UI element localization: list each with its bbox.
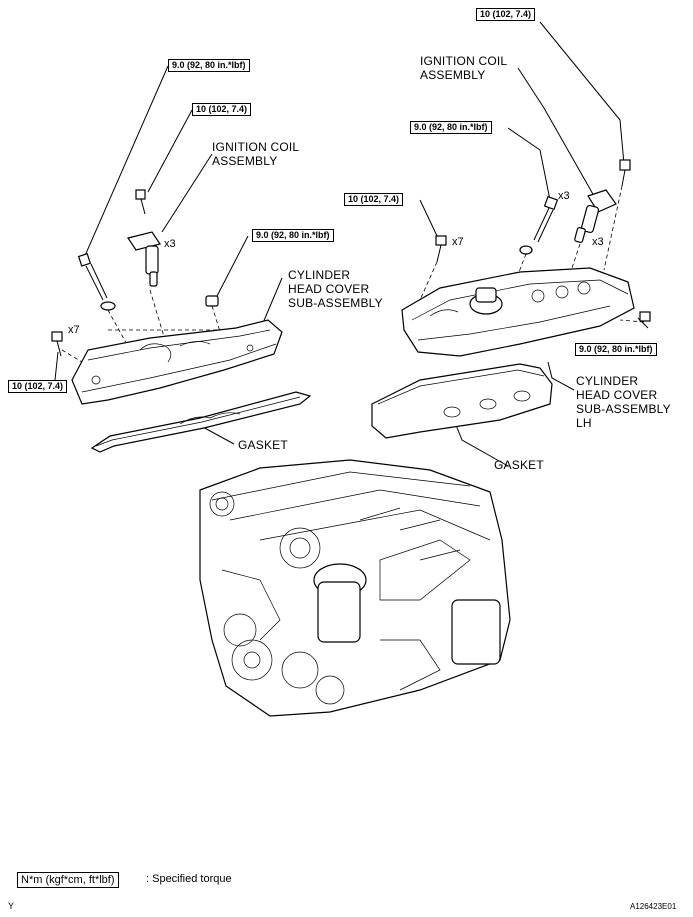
right-torque-coil-box: 10 (102, 7.4) [476,8,536,21]
right-stud-qty: x3 [558,190,570,202]
left-ignition-coil-label: IGNITION COIL ASSEMBLY [212,140,300,168]
right-ignition-coil [574,189,617,243]
right-torque-stud-box: 9.0 (92, 80 in.*lbf) [410,121,492,134]
right-coil-bolt [619,159,631,187]
right-cylinder-head-cover [401,267,635,357]
right-bolt-qty: x7 [452,236,464,248]
right-gasket-label: GASKET [494,458,544,472]
left-torque-coil-box: 10 (102, 7.4) [192,103,252,116]
left-cover-bolt [51,331,63,357]
right-cylinder-head-cover-label: CYLINDER HEAD COVER SUB-ASSEMBLY LH [576,374,671,430]
legend-unit-box: N*m (kgf*cm, ft*lbf) [17,872,119,888]
left-gasket-label: GASKET [238,438,288,452]
left-ignition-coil [127,231,161,287]
right-coil-qty: x3 [592,236,604,248]
left-stud-bolt [77,252,116,311]
left-cylinder-head-cover-label: CYLINDER HEAD COVER SUB-ASSEMBLY [288,268,383,310]
left-coil-bolt [135,189,146,215]
left-torque-mid-box: 9.0 (92, 80 in.*lbf) [252,229,334,242]
left-leader-lines [54,65,283,445]
left-gasket [90,391,312,453]
right-cover-bolt [435,235,447,263]
figure-id: A126423E01 [630,902,677,911]
right-torque-bolt-box: 10 (102, 7.4) [344,193,404,206]
right-torque-side-box: 9.0 (92, 80 in.*lbf) [575,343,657,356]
right-ignition-coil-label: IGNITION COIL ASSEMBLY [420,54,508,82]
left-coil-qty: x3 [164,238,176,250]
left-bolt-qty: x7 [68,324,80,336]
left-torque-bolt-box: 10 (102, 7.4) [8,380,68,393]
left-cylinder-head-cover [71,319,283,405]
right-gasket [371,363,553,439]
left-torque-top-box: 9.0 (92, 80 in.*lbf) [168,59,250,72]
right-side-nut [639,311,651,322]
left-nut [205,295,219,307]
right-stud-bolt [519,195,559,255]
engine-block [199,459,511,717]
corner-letter: Y [8,901,15,911]
legend-specified-torque: : Specified torque [146,873,232,885]
